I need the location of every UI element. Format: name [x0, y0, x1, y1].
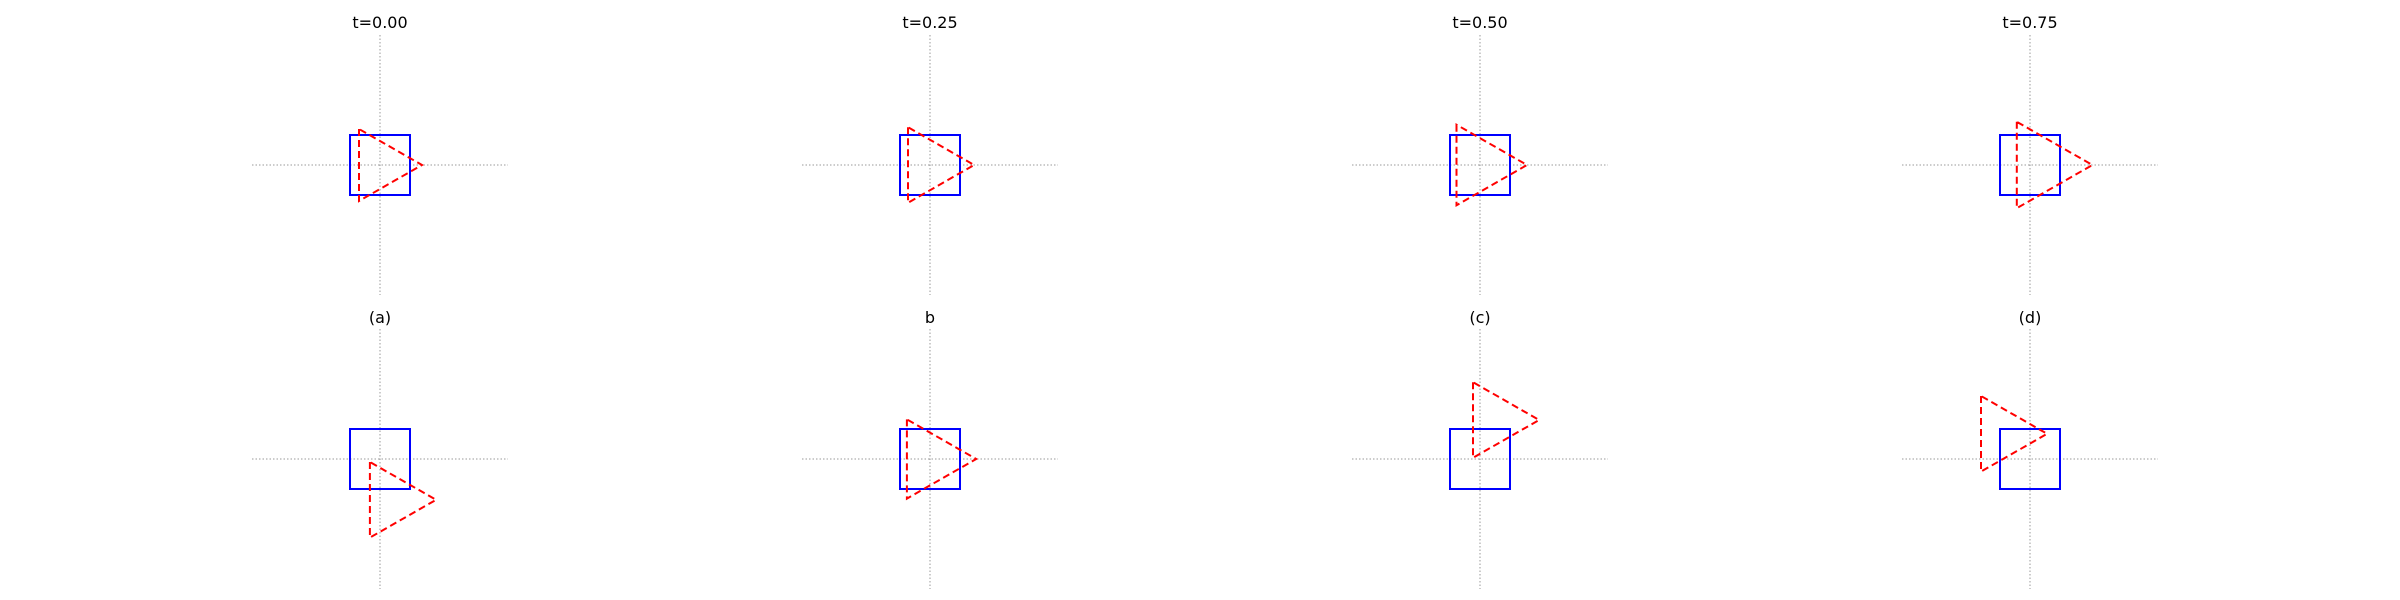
blue-square [1999, 428, 2061, 490]
panel-7: (c) [1352, 308, 1608, 589]
blue-square [1449, 428, 1511, 490]
panel-title: t=0.50 [1452, 13, 1507, 32]
blue-square [349, 134, 411, 196]
blue-square [899, 134, 961, 196]
panel-8: (d) [1902, 308, 2158, 589]
panel-title: t=0.25 [902, 13, 957, 32]
panel-title: t=0.75 [2002, 13, 2057, 32]
panel-2: t=0.25 [802, 13, 1058, 295]
blue-square [349, 428, 411, 490]
red-dashed-triangle [368, 460, 439, 540]
panel-6: b [802, 308, 1058, 589]
panel-title: t=0.00 [352, 13, 407, 32]
red-dashed-triangle [1455, 122, 1530, 208]
blue-square [899, 428, 961, 490]
blue-square [1449, 134, 1511, 196]
panel-4: t=0.75 [1902, 13, 2158, 295]
red-dashed-triangle [907, 125, 977, 205]
blue-square [1999, 134, 2061, 196]
panel-title: b [925, 308, 935, 327]
red-dashed-triangle [905, 417, 979, 501]
red-dashed-triangle [1980, 394, 2050, 474]
red-dashed-triangle [358, 127, 425, 203]
panel-3: t=0.50 [1352, 13, 1608, 295]
panel-5: (a) [252, 308, 508, 589]
panel-title: (d) [2019, 308, 2042, 327]
red-dashed-triangle [1472, 380, 1542, 460]
panel-1: t=0.00 [252, 13, 508, 295]
panel-title: (c) [1469, 308, 1490, 327]
panel-title: (a) [369, 308, 391, 327]
